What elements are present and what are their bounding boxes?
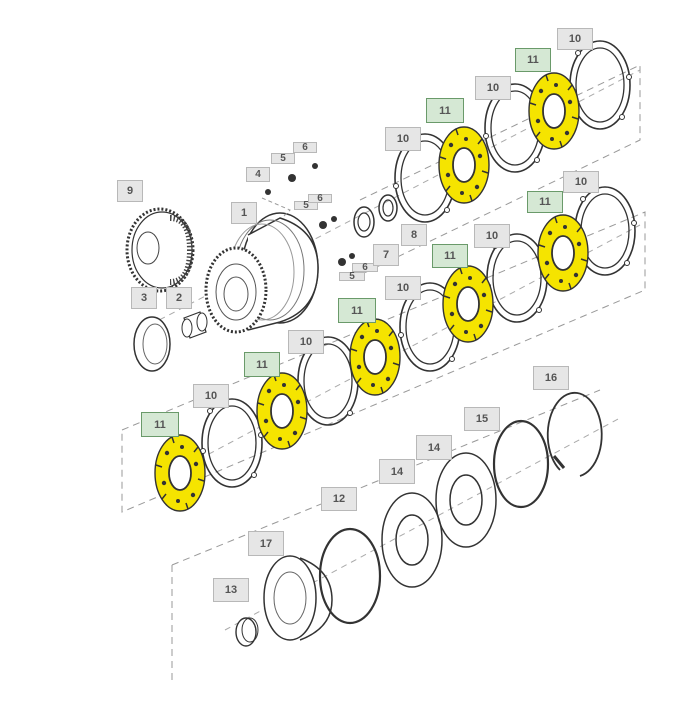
- washer-part-7: [353, 206, 375, 238]
- thrust-washer-part-3: [133, 316, 171, 372]
- small-hardware-4-5-6: [265, 163, 355, 266]
- callout-label-part-2: 2: [166, 287, 192, 309]
- callout-label-part-11: 11: [426, 98, 464, 123]
- o-ring-part-15: [492, 419, 550, 509]
- callout-label-part-12: 12: [321, 487, 357, 511]
- callout-label-part-11: 11: [141, 412, 179, 437]
- callout-label-part-11: 11: [515, 48, 551, 72]
- group-outline-upper: [359, 64, 641, 276]
- gear-part-9: [125, 207, 195, 293]
- callout-label-part-10: 10: [385, 276, 421, 300]
- callout-label-part-7: 7: [373, 244, 399, 266]
- callout-label-part-5: 5: [294, 200, 318, 211]
- callout-label-part-5: 5: [271, 153, 295, 164]
- callout-label-part-10: 10: [557, 28, 593, 50]
- callout-label-part-4: 4: [246, 167, 270, 182]
- callout-label-part-6: 6: [293, 142, 317, 153]
- callout-label-part-10: 10: [193, 384, 229, 408]
- seal-ring-part-14a: [381, 492, 443, 588]
- callout-label-part-11: 11: [527, 191, 563, 213]
- callout-label-part-16: 16: [533, 366, 569, 390]
- washer-part-8: [378, 194, 398, 222]
- group-outline-lower: [171, 389, 601, 685]
- callout-label-part-6: 6: [352, 262, 378, 273]
- callout-label-part-10: 10: [288, 330, 324, 354]
- seal-ring-part-14b: [435, 452, 497, 548]
- piston-part-17: [263, 555, 333, 641]
- callout-label-part-14: 14: [416, 435, 452, 460]
- callout-label-part-14: 14: [379, 459, 415, 484]
- callout-label-part-11: 11: [244, 352, 280, 377]
- callout-label-part-10: 10: [385, 127, 421, 151]
- callout-label-part-11: 11: [432, 244, 468, 268]
- callout-label-part-1: 1: [231, 202, 257, 224]
- callout-label-part-11: 11: [338, 298, 376, 323]
- callout-label-part-9: 9: [117, 180, 143, 202]
- bushing-part-2: [181, 311, 208, 339]
- callout-label-part-5: 5: [339, 271, 365, 282]
- snap-ring-part-16: [546, 391, 603, 477]
- callout-label-part-8: 8: [401, 224, 427, 246]
- clutch-drum-part-1: [204, 212, 319, 334]
- o-ring-part-12: [318, 527, 382, 625]
- callout-label-part-15: 15: [464, 407, 500, 431]
- callout-label-part-10: 10: [475, 76, 511, 100]
- callout-label-part-3: 3: [131, 287, 157, 309]
- bushing-part-13: [235, 617, 259, 647]
- callout-label-part-10: 10: [474, 224, 510, 248]
- callout-label-part-13: 13: [213, 578, 249, 602]
- callout-label-part-17: 17: [248, 531, 284, 556]
- callout-label-part-10: 10: [563, 171, 599, 193]
- callout-label-part-6: 6: [308, 193, 332, 204]
